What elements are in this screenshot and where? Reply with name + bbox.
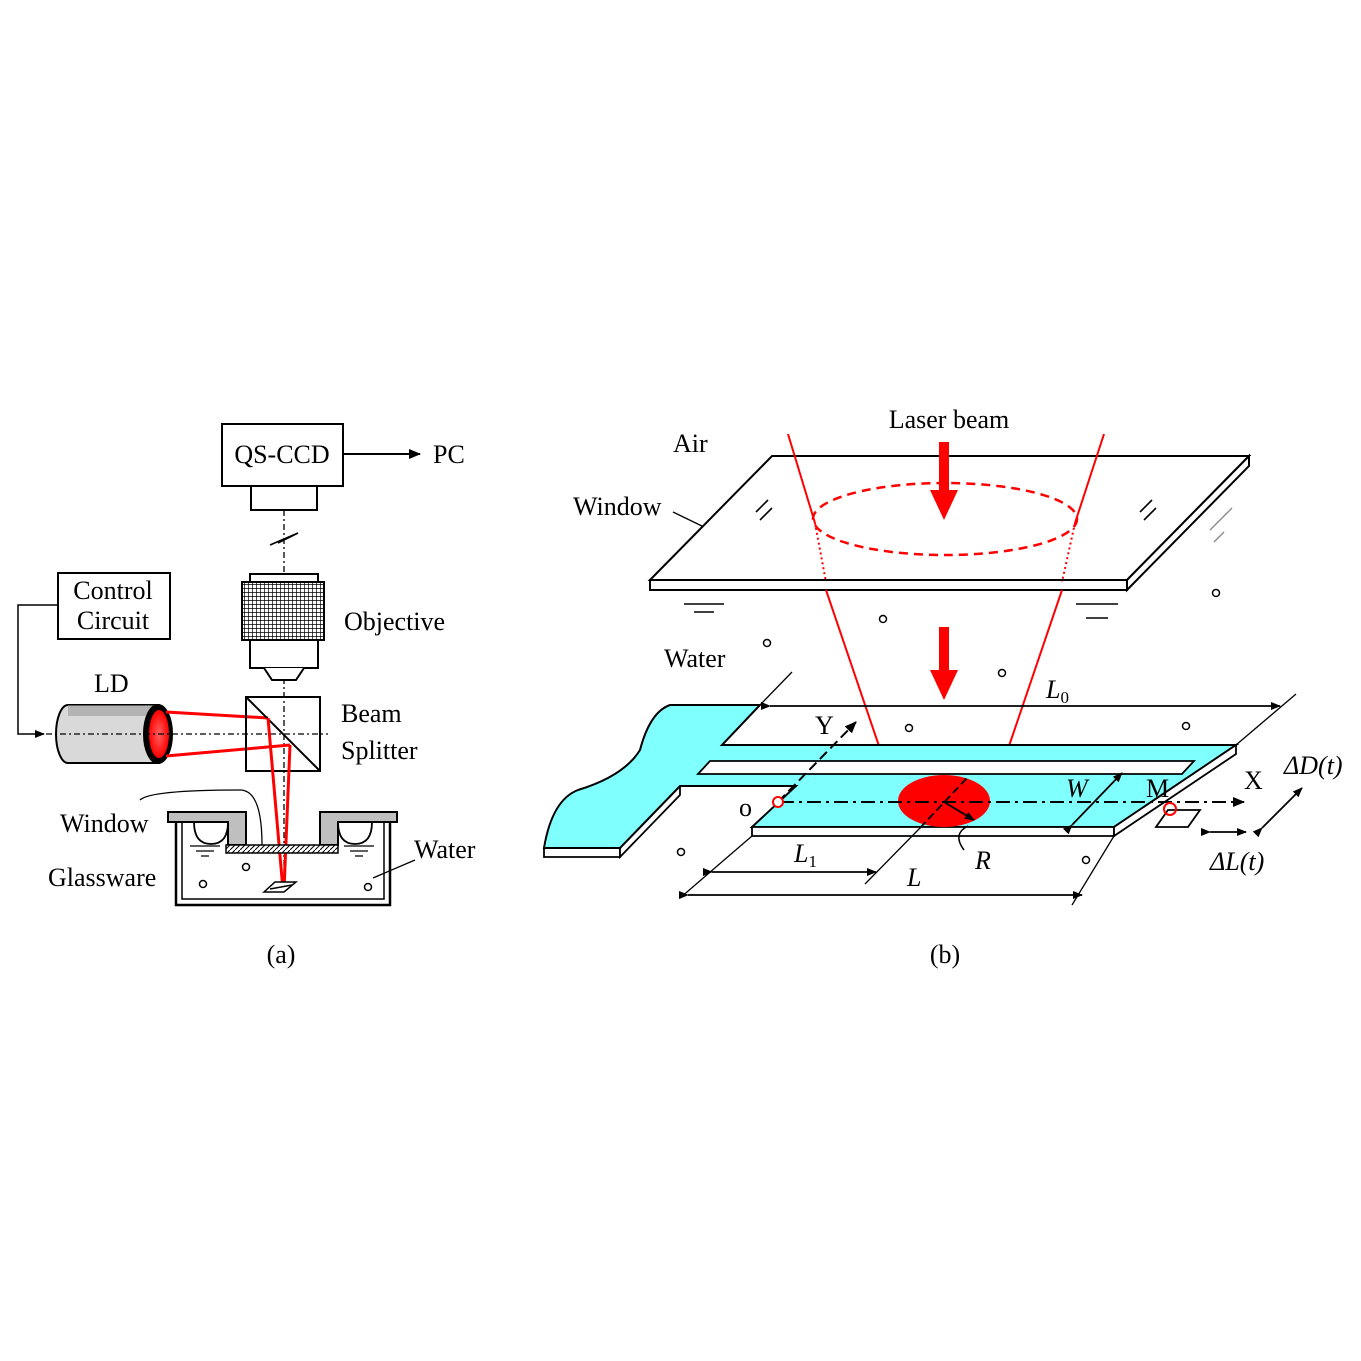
delta-d-arrow [1252,787,1303,838]
l-label: L [906,863,921,892]
ld-body-shade [68,705,158,716]
bubble [241,862,251,872]
l-extension-left [679,835,753,899]
radius-line [943,801,975,821]
caption-a: (a) [267,940,296,969]
bubble [1081,855,1091,865]
point-m [1163,802,1177,816]
laser-beam-label: Laser beam [889,405,1010,434]
ld-label: LD [94,669,129,698]
water-label-a: Water [414,835,476,864]
bubble [997,668,1007,678]
water-leader-a [372,859,416,879]
origin-label: o [739,793,752,822]
beam-splitter-cube [245,696,321,772]
r-label: R [974,846,991,875]
window-leader-b [672,511,707,529]
holder-cup-left [193,821,229,845]
laser-cone-right-dotted [1061,522,1076,583]
sample-beam-left [266,717,285,891]
cantilever-base-slab-front [543,847,621,858]
glass-gloss-mark [1139,499,1157,521]
window-plate-side [1126,453,1250,593]
l0-label: L0 [1045,675,1069,707]
air-label: Air [673,429,708,458]
control-circuit-label-line2: Circuit [77,606,150,635]
cantilever-slot [695,760,1197,775]
point-m-label: M [1146,774,1169,803]
beam-splitter-label-line1: Beam [341,699,402,728]
window-plate-top [647,455,1252,581]
glass-gloss-mark [755,499,773,521]
window-label-b: Window [573,492,662,521]
glassware-label: Glassware [48,863,156,892]
water-surface-mark [684,603,724,613]
l1-label: L1 [793,839,817,871]
glassware-inner [181,822,385,900]
holder-cup-right [337,821,373,845]
radius-leader [958,825,969,851]
objective-label: Objective [344,607,445,636]
origin-point [772,796,784,808]
l0-extension-left [759,671,793,706]
qs-ccd-label: QS-CCD [234,440,329,469]
window-label-a: Window [60,809,149,838]
water-surface-mark-right [344,845,374,857]
panel-a: QS-CCD PC Objective Control Circuit LD [17,423,476,969]
glass-gloss-mark [1209,507,1233,543]
bubble [1211,588,1221,598]
bubble [878,614,888,624]
window-holder-left [167,811,247,846]
water-surface-mark-left [190,845,220,857]
x-axis-label: X [1244,766,1263,795]
window-leader [139,789,263,846]
control-circuit-label-line1: Control [73,576,152,605]
laser-direction-arrow-top [930,442,958,520]
bubble [904,723,914,733]
l0-extension-right [1235,693,1297,746]
bubble [762,638,772,648]
caption-b: (b) [930,940,960,969]
sample-hatch [269,884,293,890]
laser-cone-left-upper [787,433,816,524]
laser-cone-left-dotted [814,522,827,583]
qs-ccd-box [221,423,344,487]
panel-b: Laser beam Air Window Water [542,405,1343,969]
glassware-outer [174,822,392,907]
beam-splitter-diagonal [245,696,321,772]
objective-tip [263,667,305,681]
beam-splitter-label-line2: Splitter [341,736,418,765]
control-circuit-box [57,572,171,640]
water-label-b: Water [664,644,726,673]
objective-body [241,581,325,641]
w-label: W [1066,774,1090,803]
sample-beam-right [282,744,292,891]
y-axis-label: Y [815,711,834,740]
axis-break-symbol [269,532,299,546]
cantilever-front-edge [751,826,1115,837]
window-glass [225,844,339,854]
w-dimension [1062,772,1123,835]
delta-d-label: ΔD(t) [1283,751,1343,780]
ccd-mount [250,485,318,511]
objective-lens-barrel [249,639,319,669]
y-axis [777,721,857,803]
water-surface-mark [1076,603,1118,619]
bubble [676,847,686,857]
laser-cone-right-upper [1074,433,1105,524]
control-wire [17,604,58,738]
bubble [198,879,208,889]
bubble [1181,721,1191,731]
window-holder-right [319,811,398,846]
cantilever-tip-tab [1154,809,1202,828]
laser-direction-arrow-bottom [930,627,958,700]
ld-beam-upper [165,710,269,720]
pc-label: PC [433,440,465,469]
bubble [363,882,373,892]
delta-l-label: ΔL(t) [1209,847,1264,876]
window-plate-front [649,579,1128,591]
